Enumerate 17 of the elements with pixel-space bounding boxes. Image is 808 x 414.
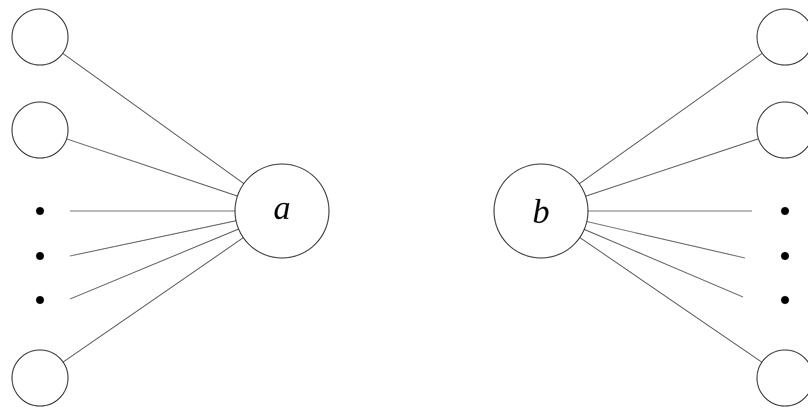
circle-node: b [494,164,588,258]
connector-line [586,221,746,258]
connector-line [62,53,244,184]
empty-circle [12,8,68,66]
empty-circle [12,350,68,406]
connector-line [70,210,235,212]
connector-line [66,138,238,196]
connector-line [586,138,758,196]
connector-line [579,53,762,184]
connector-line [584,229,744,298]
connector-line [70,228,239,300]
empty-circle [12,102,68,158]
connector-line [63,238,244,362]
circle-node: a [234,164,330,258]
connector-line [588,210,752,212]
connector-line [70,220,236,256]
connector-line [580,237,762,362]
